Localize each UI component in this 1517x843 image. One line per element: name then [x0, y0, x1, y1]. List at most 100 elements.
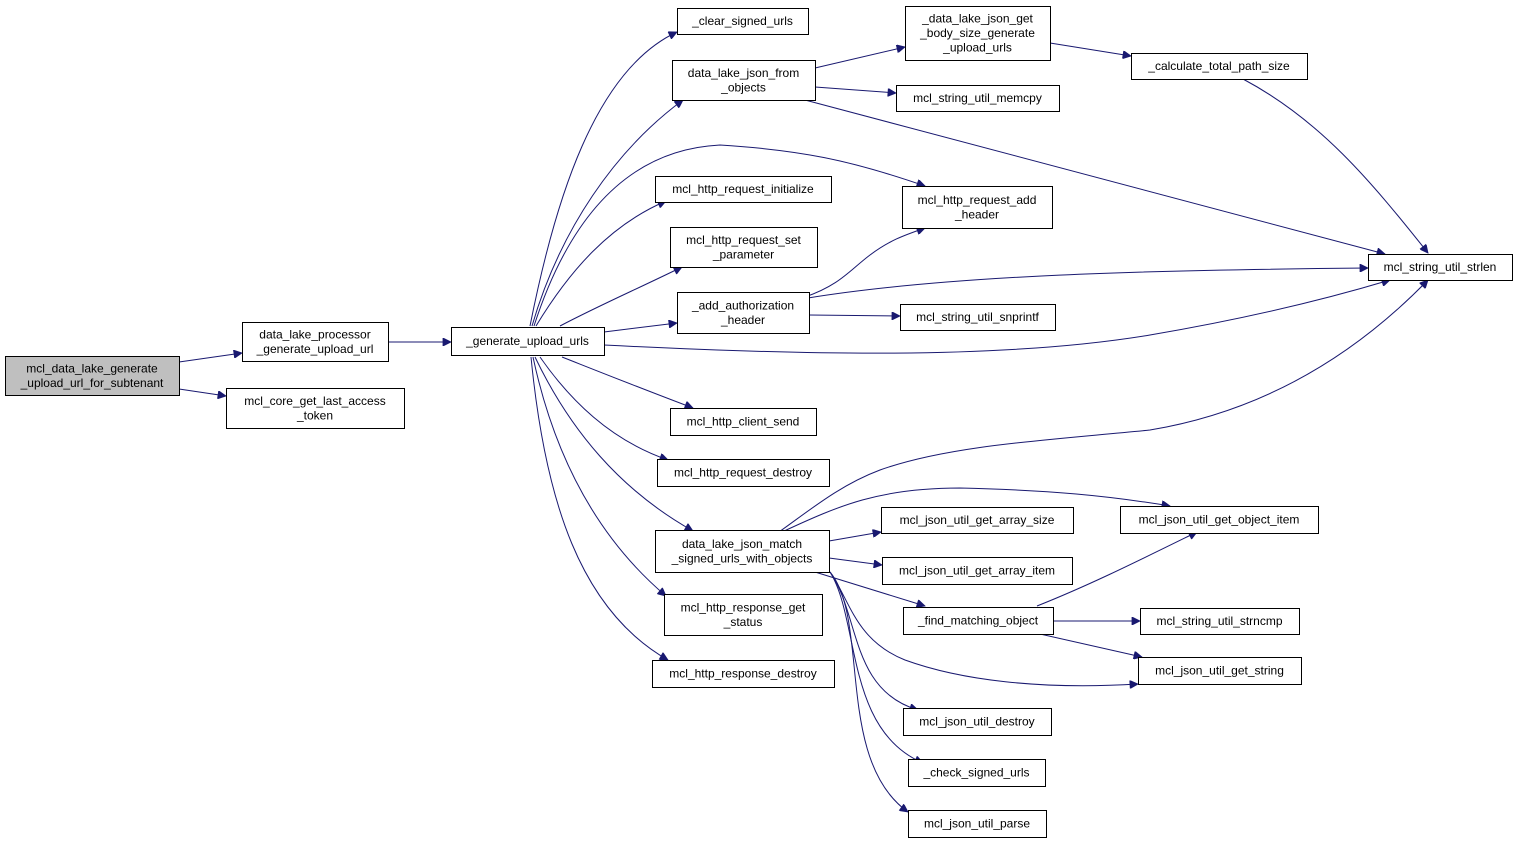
- node-json-from-obj[interactable]: data_lake_json_from_objects: [672, 60, 816, 101]
- node-label: _upload_url_for_subtenant: [20, 376, 164, 390]
- node-json-parse[interactable]: mcl_json_util_parse: [908, 810, 1047, 838]
- node-calc-path[interactable]: _calculate_total_path_size: [1131, 53, 1308, 80]
- node-req-destroy[interactable]: mcl_http_request_destroy: [657, 459, 830, 487]
- node-label: _status: [723, 615, 763, 629]
- node-label: mcl_json_util_get_string: [1155, 664, 1284, 678]
- node-label: data_lake_json_from: [688, 66, 799, 80]
- edge-gen_urls-req_destroy: [539, 356, 668, 460]
- node-client-send[interactable]: mcl_http_client_send: [670, 408, 817, 436]
- node-box: [655, 176, 832, 203]
- node-box: [1120, 506, 1319, 534]
- edge-gen_urls-add_auth: [603, 323, 677, 333]
- node-get-string[interactable]: mcl_json_util_get_string: [1138, 657, 1302, 685]
- node-label: _token: [296, 408, 333, 422]
- node-check-signed[interactable]: _check_signed_urls: [908, 759, 1046, 787]
- node-match-signed[interactable]: data_lake_json_match_signed_urls_with_ob…: [655, 530, 830, 573]
- node-obj-item[interactable]: mcl_json_util_get_object_item: [1120, 506, 1319, 534]
- node-core-token[interactable]: mcl_core_get_last_access_token: [226, 388, 405, 429]
- node-memcpy[interactable]: mcl_string_util_memcpy: [896, 85, 1060, 112]
- node-label: mcl_string_util_snprintf: [916, 310, 1039, 324]
- node-label: data_lake_processor: [259, 327, 370, 341]
- edge-gen_urls-resp_status: [532, 356, 666, 596]
- node-resp-destroy[interactable]: mcl_http_response_destroy: [652, 660, 835, 688]
- edge-calc_path-strlen: [1242, 78, 1428, 253]
- edge-match_signed-check_signed: [829, 571, 923, 763]
- node-box: [903, 708, 1052, 736]
- edge-match_signed-get_string: [829, 571, 1138, 686]
- edge-gen_urls-json_from_obj: [531, 100, 683, 327]
- node-root[interactable]: mcl_data_lake_generate_upload_url_for_su…: [5, 356, 180, 396]
- node-box: [902, 186, 1053, 229]
- node-box: [908, 810, 1047, 838]
- node-box: [451, 327, 605, 356]
- node-label: _calculate_total_path_size: [1147, 59, 1290, 73]
- node-arr-item[interactable]: mcl_json_util_get_array_item: [882, 557, 1073, 585]
- node-label: mcl_http_request_destroy: [674, 466, 812, 480]
- node-clear-signed[interactable]: _clear_signed_urls: [677, 8, 809, 35]
- node-box: [896, 85, 1060, 112]
- node-body-size[interactable]: _data_lake_json_get_body_size_generate_u…: [905, 6, 1051, 61]
- node-label: _generate_upload_url: [256, 342, 374, 356]
- edge-root-dlp_gen: [178, 353, 242, 363]
- node-label: _find_matching_object: [917, 614, 1039, 628]
- node-resp-status[interactable]: mcl_http_response_get_status: [664, 594, 823, 636]
- node-label: _objects: [720, 80, 766, 94]
- node-strncmp[interactable]: mcl_string_util_strncmp: [1140, 608, 1300, 635]
- node-strlen[interactable]: mcl_string_util_strlen: [1368, 254, 1513, 281]
- edge-add_auth-req_add_header: [804, 228, 925, 298]
- node-box: [882, 557, 1073, 585]
- node-label: _upload_urls: [942, 41, 1012, 55]
- edge-layer: [178, 32, 1428, 812]
- node-req-set-param[interactable]: mcl_http_request_set_parameter: [670, 227, 818, 268]
- edge-json_from_obj-strlen: [804, 99, 1385, 254]
- node-req-add-header[interactable]: mcl_http_request_add_header: [902, 186, 1053, 229]
- node-json-destroy[interactable]: mcl_json_util_destroy: [903, 708, 1052, 736]
- node-dlp-gen[interactable]: data_lake_processor_generate_upload_url: [242, 322, 389, 362]
- edge-gen_urls-match_signed: [534, 356, 693, 531]
- node-arr-size[interactable]: mcl_json_util_get_array_size: [881, 507, 1074, 534]
- node-label: mcl_data_lake_generate: [26, 361, 158, 375]
- edge-body_size-calc_path: [1049, 42, 1131, 56]
- edge-gen_urls-req_add_header: [533, 144, 925, 327]
- node-label: _header: [720, 313, 765, 327]
- node-box: [677, 292, 810, 334]
- node-label: _check_signed_urls: [922, 766, 1029, 780]
- edge-gen_urls-clear_signed: [529, 32, 677, 327]
- edge-match_signed-arr_size: [828, 532, 881, 542]
- edge-match_signed-arr_item: [828, 557, 882, 565]
- node-box: [1131, 53, 1308, 80]
- node-label: mcl_http_response_get: [681, 600, 806, 614]
- node-label: _header: [954, 207, 999, 221]
- edge-match_signed-strlen: [778, 280, 1428, 533]
- node-label: mcl_json_util_parse: [924, 817, 1030, 831]
- node-box: [657, 459, 830, 487]
- node-box: [5, 356, 180, 396]
- node-req-init[interactable]: mcl_http_request_initialize: [655, 176, 832, 203]
- node-box: [677, 8, 809, 35]
- node-box: [1140, 608, 1300, 635]
- node-find-match[interactable]: _find_matching_object: [903, 607, 1054, 635]
- node-label: _add_authorization: [691, 298, 794, 312]
- node-label: _clear_signed_urls: [691, 14, 793, 28]
- node-label: _data_lake_json_get: [921, 12, 1033, 26]
- node-label: mcl_core_get_last_access: [244, 394, 385, 408]
- node-box: [652, 660, 835, 688]
- node-box: [908, 759, 1046, 787]
- node-snprintf[interactable]: mcl_string_util_snprintf: [900, 304, 1056, 331]
- node-label: _body_size_generate: [919, 26, 1035, 40]
- node-label: _signed_urls_with_objects: [671, 551, 813, 565]
- node-label: _parameter: [712, 247, 774, 261]
- node-box: [242, 322, 389, 362]
- node-label: mcl_string_util_memcpy: [913, 91, 1042, 105]
- node-add-auth[interactable]: _add_authorization_header: [677, 292, 810, 334]
- node-box: [1138, 657, 1302, 685]
- node-box: [905, 6, 1051, 61]
- node-label: mcl_string_util_strncmp: [1156, 614, 1282, 628]
- node-label: mcl_http_request_add: [918, 193, 1037, 207]
- node-gen-urls[interactable]: _generate_upload_urls: [451, 327, 605, 356]
- node-box: [670, 408, 817, 436]
- node-box: [670, 227, 818, 268]
- edge-find_match-obj_item: [1036, 532, 1197, 607]
- node-box: [226, 388, 405, 429]
